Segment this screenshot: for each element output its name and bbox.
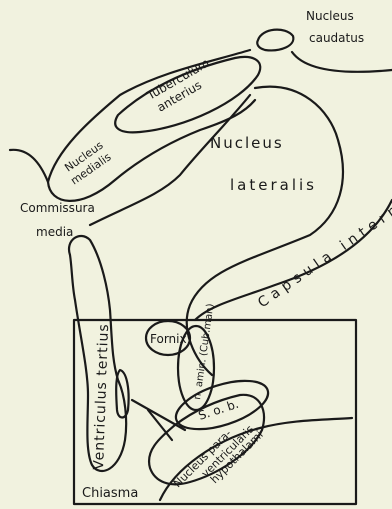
pointer-line-2 [148,410,172,440]
nucleus-lateralis-inner-outline [90,95,250,225]
label-capsula-interna: Capsula interna [255,192,392,311]
label-nucleus-lateralis-2: lateralis [230,176,317,194]
caudatus-boundary [292,52,392,72]
label-commissura-2: media [36,225,73,239]
label-ventriculus-tertius: Ventriculus tertius [91,323,112,470]
label-nucleus-lateralis-1: Nucleus [210,134,284,152]
thalamus-outer-outline [10,50,250,182]
label-commissura-1: Commissura [20,201,95,215]
label-chiasma: Chiasma [82,486,138,501]
label-fornix: Fornix [150,332,187,346]
label-nucleus-caudatus-1: Nucleus [306,9,354,23]
label-nucleus-caudatus-2: caudatus [309,31,364,45]
capsula-interna-outline [195,200,392,320]
nucleus-caudatus-outline [257,30,293,51]
